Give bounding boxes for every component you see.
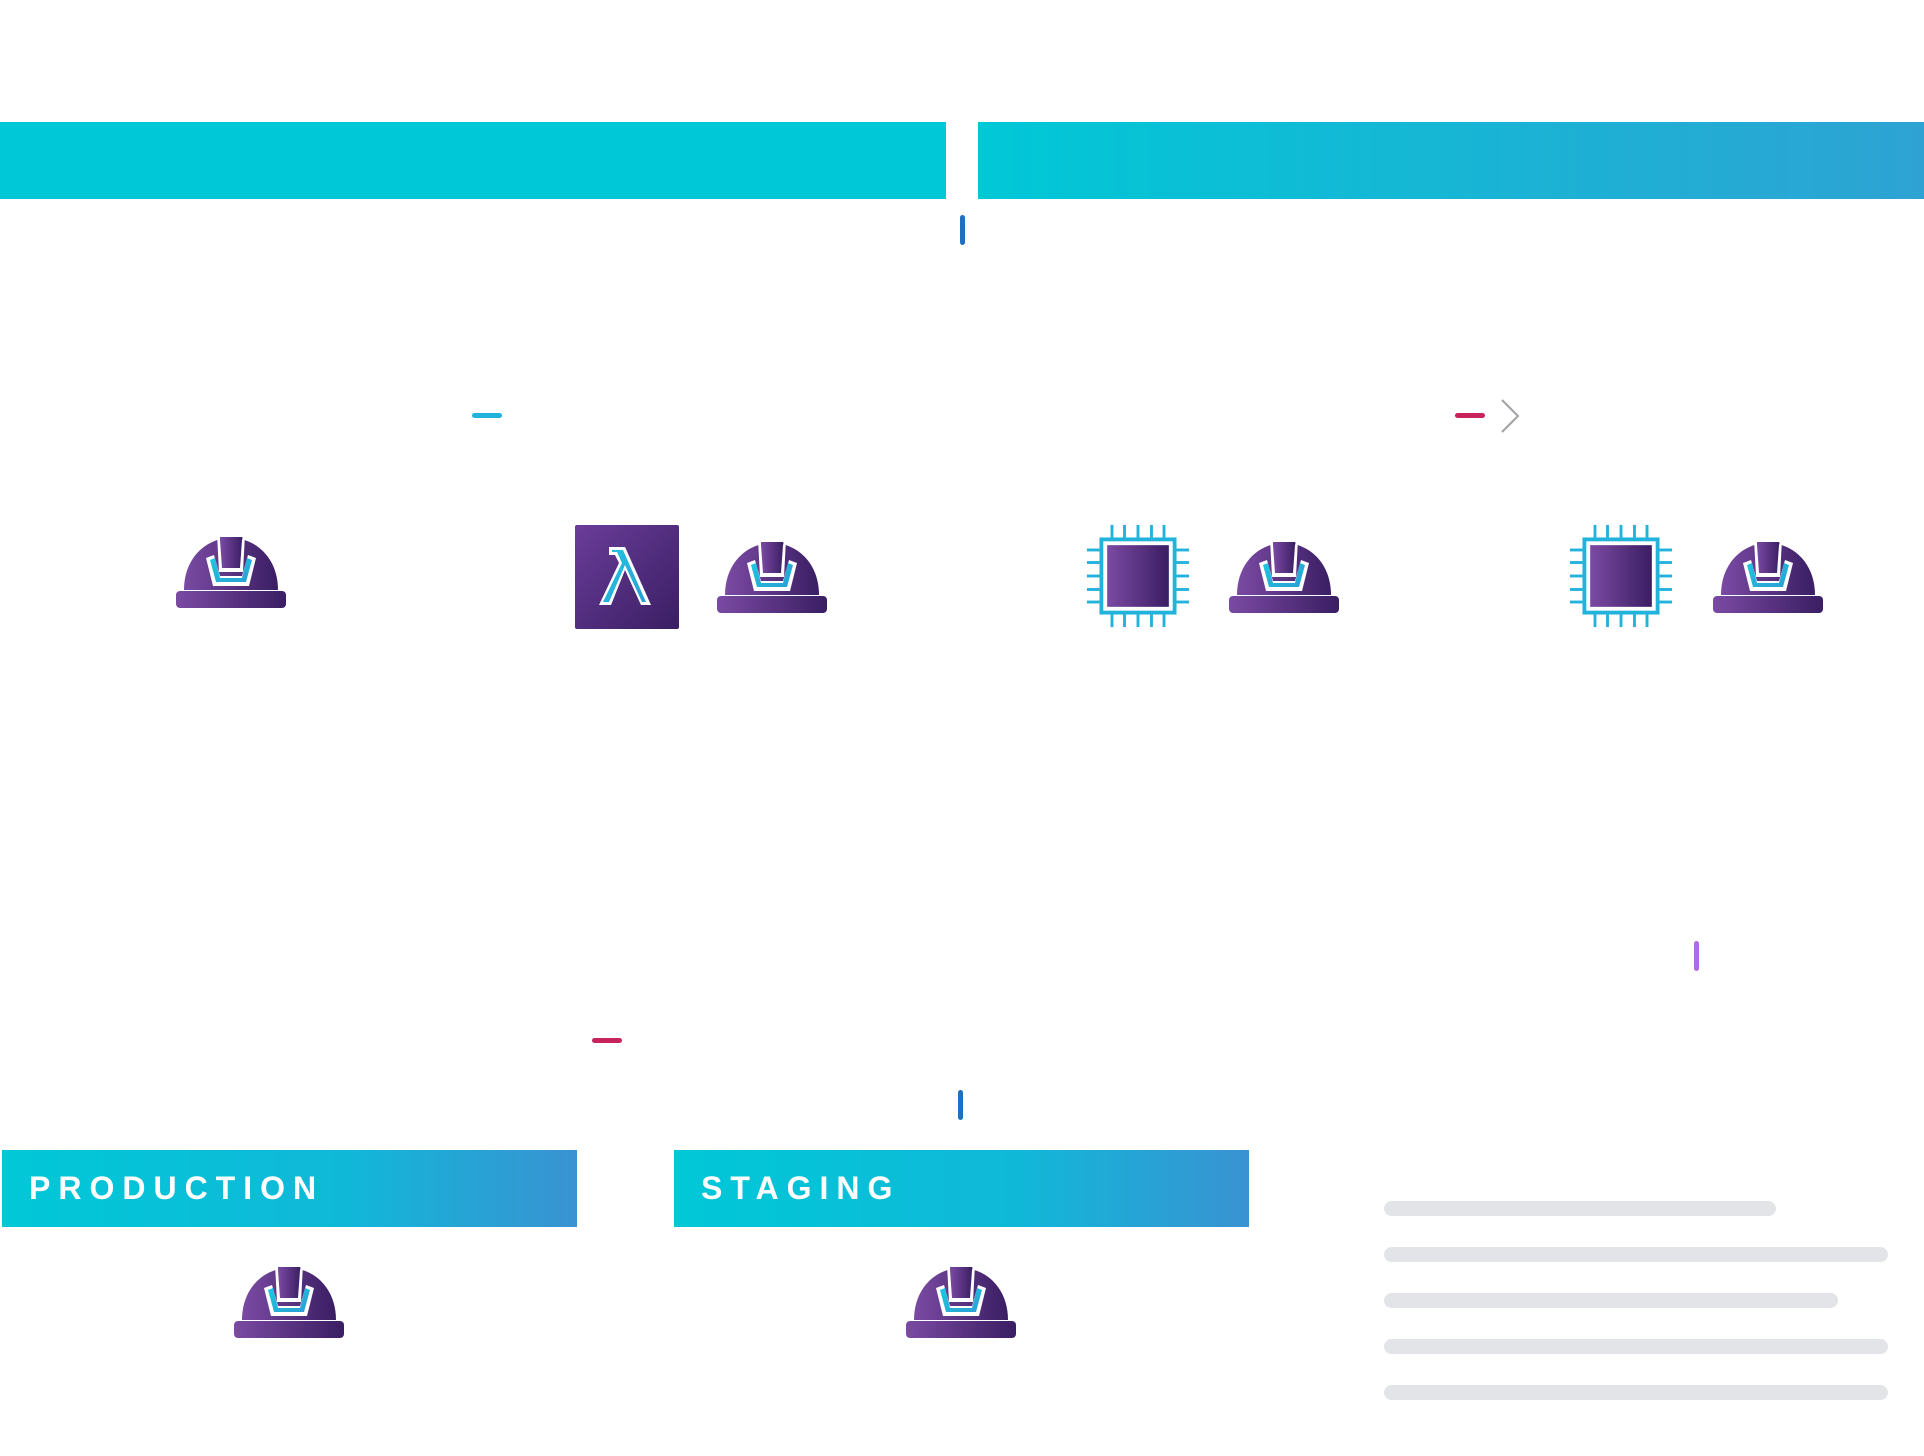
skeleton-line — [1384, 1201, 1776, 1216]
skeleton-line — [1384, 1339, 1888, 1354]
chip-icon — [1085, 523, 1191, 629]
environment-bar-staging: STAGING — [674, 1150, 1249, 1227]
helmet-icon — [234, 1260, 344, 1340]
environment-bar-production: PRODUCTION — [2, 1150, 577, 1227]
connector-dash-bottom — [958, 1090, 963, 1120]
connector-dash-right — [1455, 413, 1485, 418]
skeleton-line — [1384, 1293, 1838, 1308]
connector-dash-top — [960, 215, 965, 245]
helmet-icon — [906, 1260, 1016, 1340]
chevron-right-icon — [1498, 397, 1522, 435]
helmet-icon — [1713, 535, 1823, 615]
environment-label-staging: STAGING — [701, 1170, 901, 1206]
connector-dash-left — [472, 413, 502, 418]
connector-dash-red — [592, 1038, 622, 1043]
lambda-icon — [575, 525, 679, 629]
helmet-icon — [717, 535, 827, 615]
connector-dash-purple — [1694, 941, 1699, 971]
header-bar-left — [0, 122, 946, 199]
helmet-icon — [176, 530, 286, 610]
header-bar-right — [978, 122, 1924, 199]
skeleton-line — [1384, 1247, 1888, 1262]
environment-label-production: PRODUCTION — [29, 1170, 325, 1206]
helmet-icon — [1229, 535, 1339, 615]
chip-icon — [1568, 523, 1674, 629]
skeleton-line — [1384, 1385, 1888, 1400]
